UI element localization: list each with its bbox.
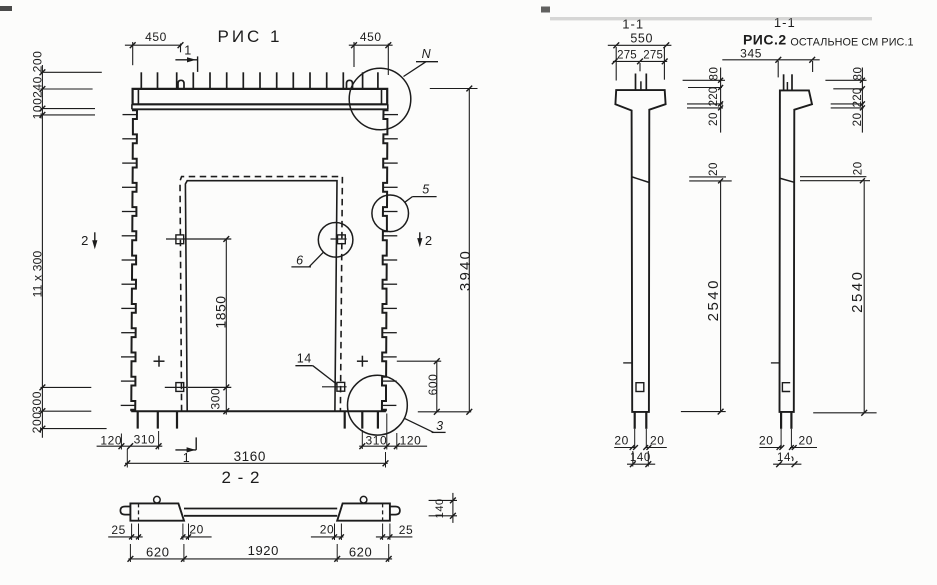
svg-text:1: 1 (183, 451, 191, 465)
svg-text:20: 20 (708, 162, 720, 176)
svg-text:275: 275 (617, 50, 637, 62)
svg-text:140: 140 (434, 498, 446, 518)
svg-text:2540: 2540 (705, 278, 722, 321)
svg-text:14: 14 (297, 352, 312, 366)
svg-text:1-1: 1-1 (622, 17, 644, 32)
svg-text:20: 20 (852, 112, 864, 126)
svg-text:25: 25 (399, 523, 414, 537)
svg-text:275: 275 (643, 50, 663, 62)
svg-text:3: 3 (436, 419, 444, 433)
svg-text:620: 620 (349, 544, 373, 559)
svg-text:2: 2 (425, 233, 433, 248)
svg-text:1-1: 1-1 (774, 15, 796, 30)
svg-text:200: 200 (30, 411, 44, 433)
svg-text:220: 220 (852, 88, 864, 108)
svg-text:11 x 300: 11 x 300 (31, 251, 45, 298)
svg-text:450: 450 (360, 30, 382, 44)
svg-text:3160: 3160 (234, 449, 266, 464)
svg-text:140: 140 (630, 452, 651, 464)
svg-text:20: 20 (189, 523, 204, 537)
svg-text:550: 550 (630, 32, 653, 46)
svg-text:N: N (422, 47, 432, 61)
svg-text:120: 120 (100, 433, 122, 447)
svg-text:1850: 1850 (213, 295, 229, 328)
svg-text:2: 2 (81, 233, 89, 248)
svg-text:РИС 1: РИС 1 (217, 27, 282, 46)
svg-text:20: 20 (799, 433, 814, 447)
svg-text:6: 6 (296, 253, 304, 267)
svg-text:600: 600 (426, 374, 440, 396)
svg-text:1920: 1920 (248, 543, 279, 558)
svg-text:20: 20 (708, 112, 720, 126)
svg-text:450: 450 (145, 30, 167, 44)
svg-text:100: 100 (31, 98, 45, 120)
svg-text:620: 620 (146, 544, 170, 559)
svg-text:ОСТАЛЬНОЕ СМ РИС.1: ОСТАЛЬНОЕ СМ РИС.1 (790, 37, 913, 49)
svg-text:240: 240 (31, 76, 45, 98)
svg-text:300: 300 (209, 388, 223, 410)
svg-text:80: 80 (853, 67, 865, 81)
svg-text:20: 20 (614, 433, 629, 447)
svg-text:3940: 3940 (457, 249, 474, 291)
svg-text:14: 14 (777, 452, 791, 464)
svg-text:310: 310 (134, 432, 156, 446)
svg-text:РИС.2: РИС.2 (743, 32, 787, 48)
svg-text:5: 5 (422, 183, 430, 197)
svg-text:200: 200 (31, 51, 45, 73)
svg-text:20: 20 (853, 161, 865, 175)
svg-text:300: 300 (30, 391, 44, 413)
svg-text:2540: 2540 (849, 270, 866, 313)
svg-text:20: 20 (759, 433, 774, 447)
svg-text:20: 20 (320, 523, 335, 537)
svg-text:220: 220 (708, 87, 720, 107)
svg-text:80: 80 (709, 67, 721, 81)
svg-text:120: 120 (400, 434, 422, 448)
svg-text:345: 345 (740, 47, 762, 61)
svg-text:310: 310 (365, 433, 387, 447)
svg-text:1: 1 (184, 43, 192, 57)
svg-text:20: 20 (650, 433, 665, 447)
svg-text:25: 25 (111, 523, 126, 537)
svg-text:2 - 2: 2 - 2 (221, 468, 260, 487)
